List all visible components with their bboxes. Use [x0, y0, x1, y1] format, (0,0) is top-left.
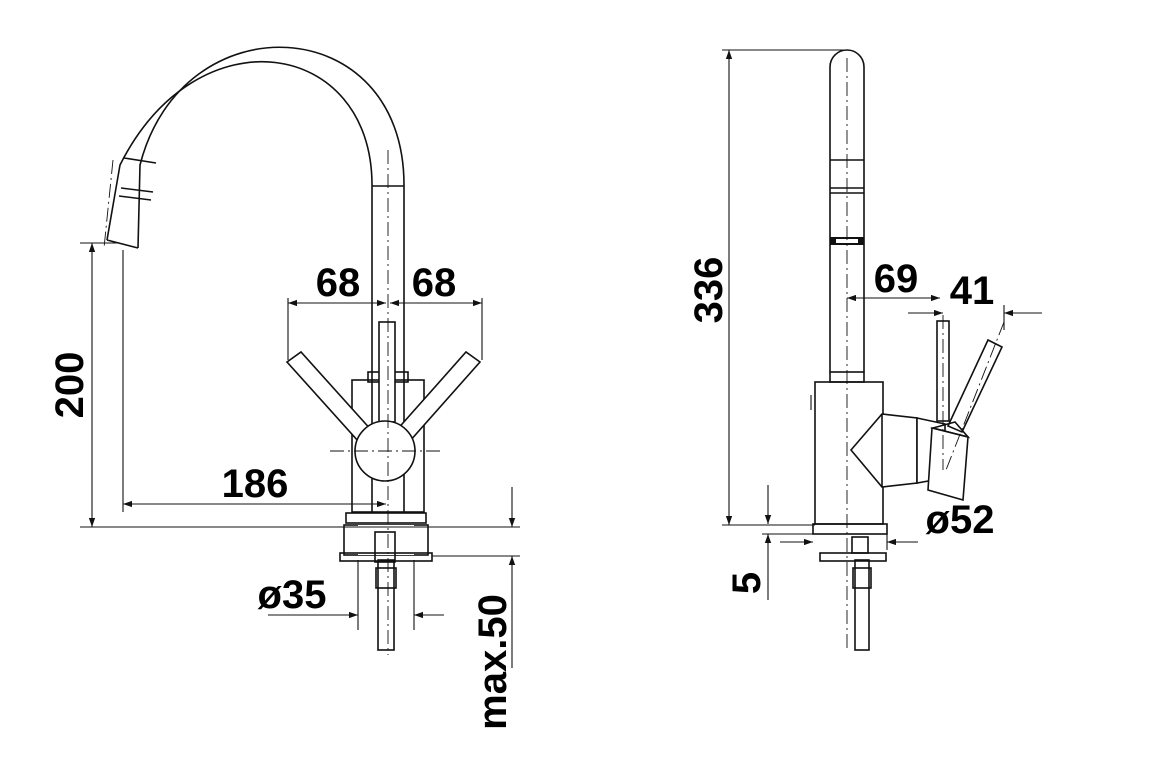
dim-handle-right: 68 [412, 261, 457, 305]
dim-handle-left: 68 [316, 261, 361, 305]
front-handles [285, 321, 482, 482]
front-view [103, 46, 482, 655]
side-view [810, 49, 1005, 652]
dim-side-handle-2: 41 [950, 269, 995, 313]
dim-side-handle: 69 [874, 257, 919, 301]
dim-spout-height: 200 [48, 352, 92, 419]
front-mount-shank [377, 559, 395, 651]
front-spout [106, 61, 373, 512]
front-dimensions: 68 68 200 186 ø35 max.50 [48, 242, 520, 730]
dim-base-diameter: ø52 [926, 498, 995, 542]
dim-mount-hole: ø35 [258, 573, 327, 617]
dim-spout-reach: 186 [222, 462, 289, 506]
side-base [812, 523, 888, 535]
dim-max-deck: max.50 [471, 594, 515, 730]
side-dimensions: 336 69 41 ø52 5 [687, 49, 1042, 600]
front-base-ring [345, 512, 427, 524]
dim-base-thickness: 5 [725, 572, 769, 594]
dim-total-height: 336 [687, 257, 731, 324]
side-mount-shank [854, 559, 870, 651]
